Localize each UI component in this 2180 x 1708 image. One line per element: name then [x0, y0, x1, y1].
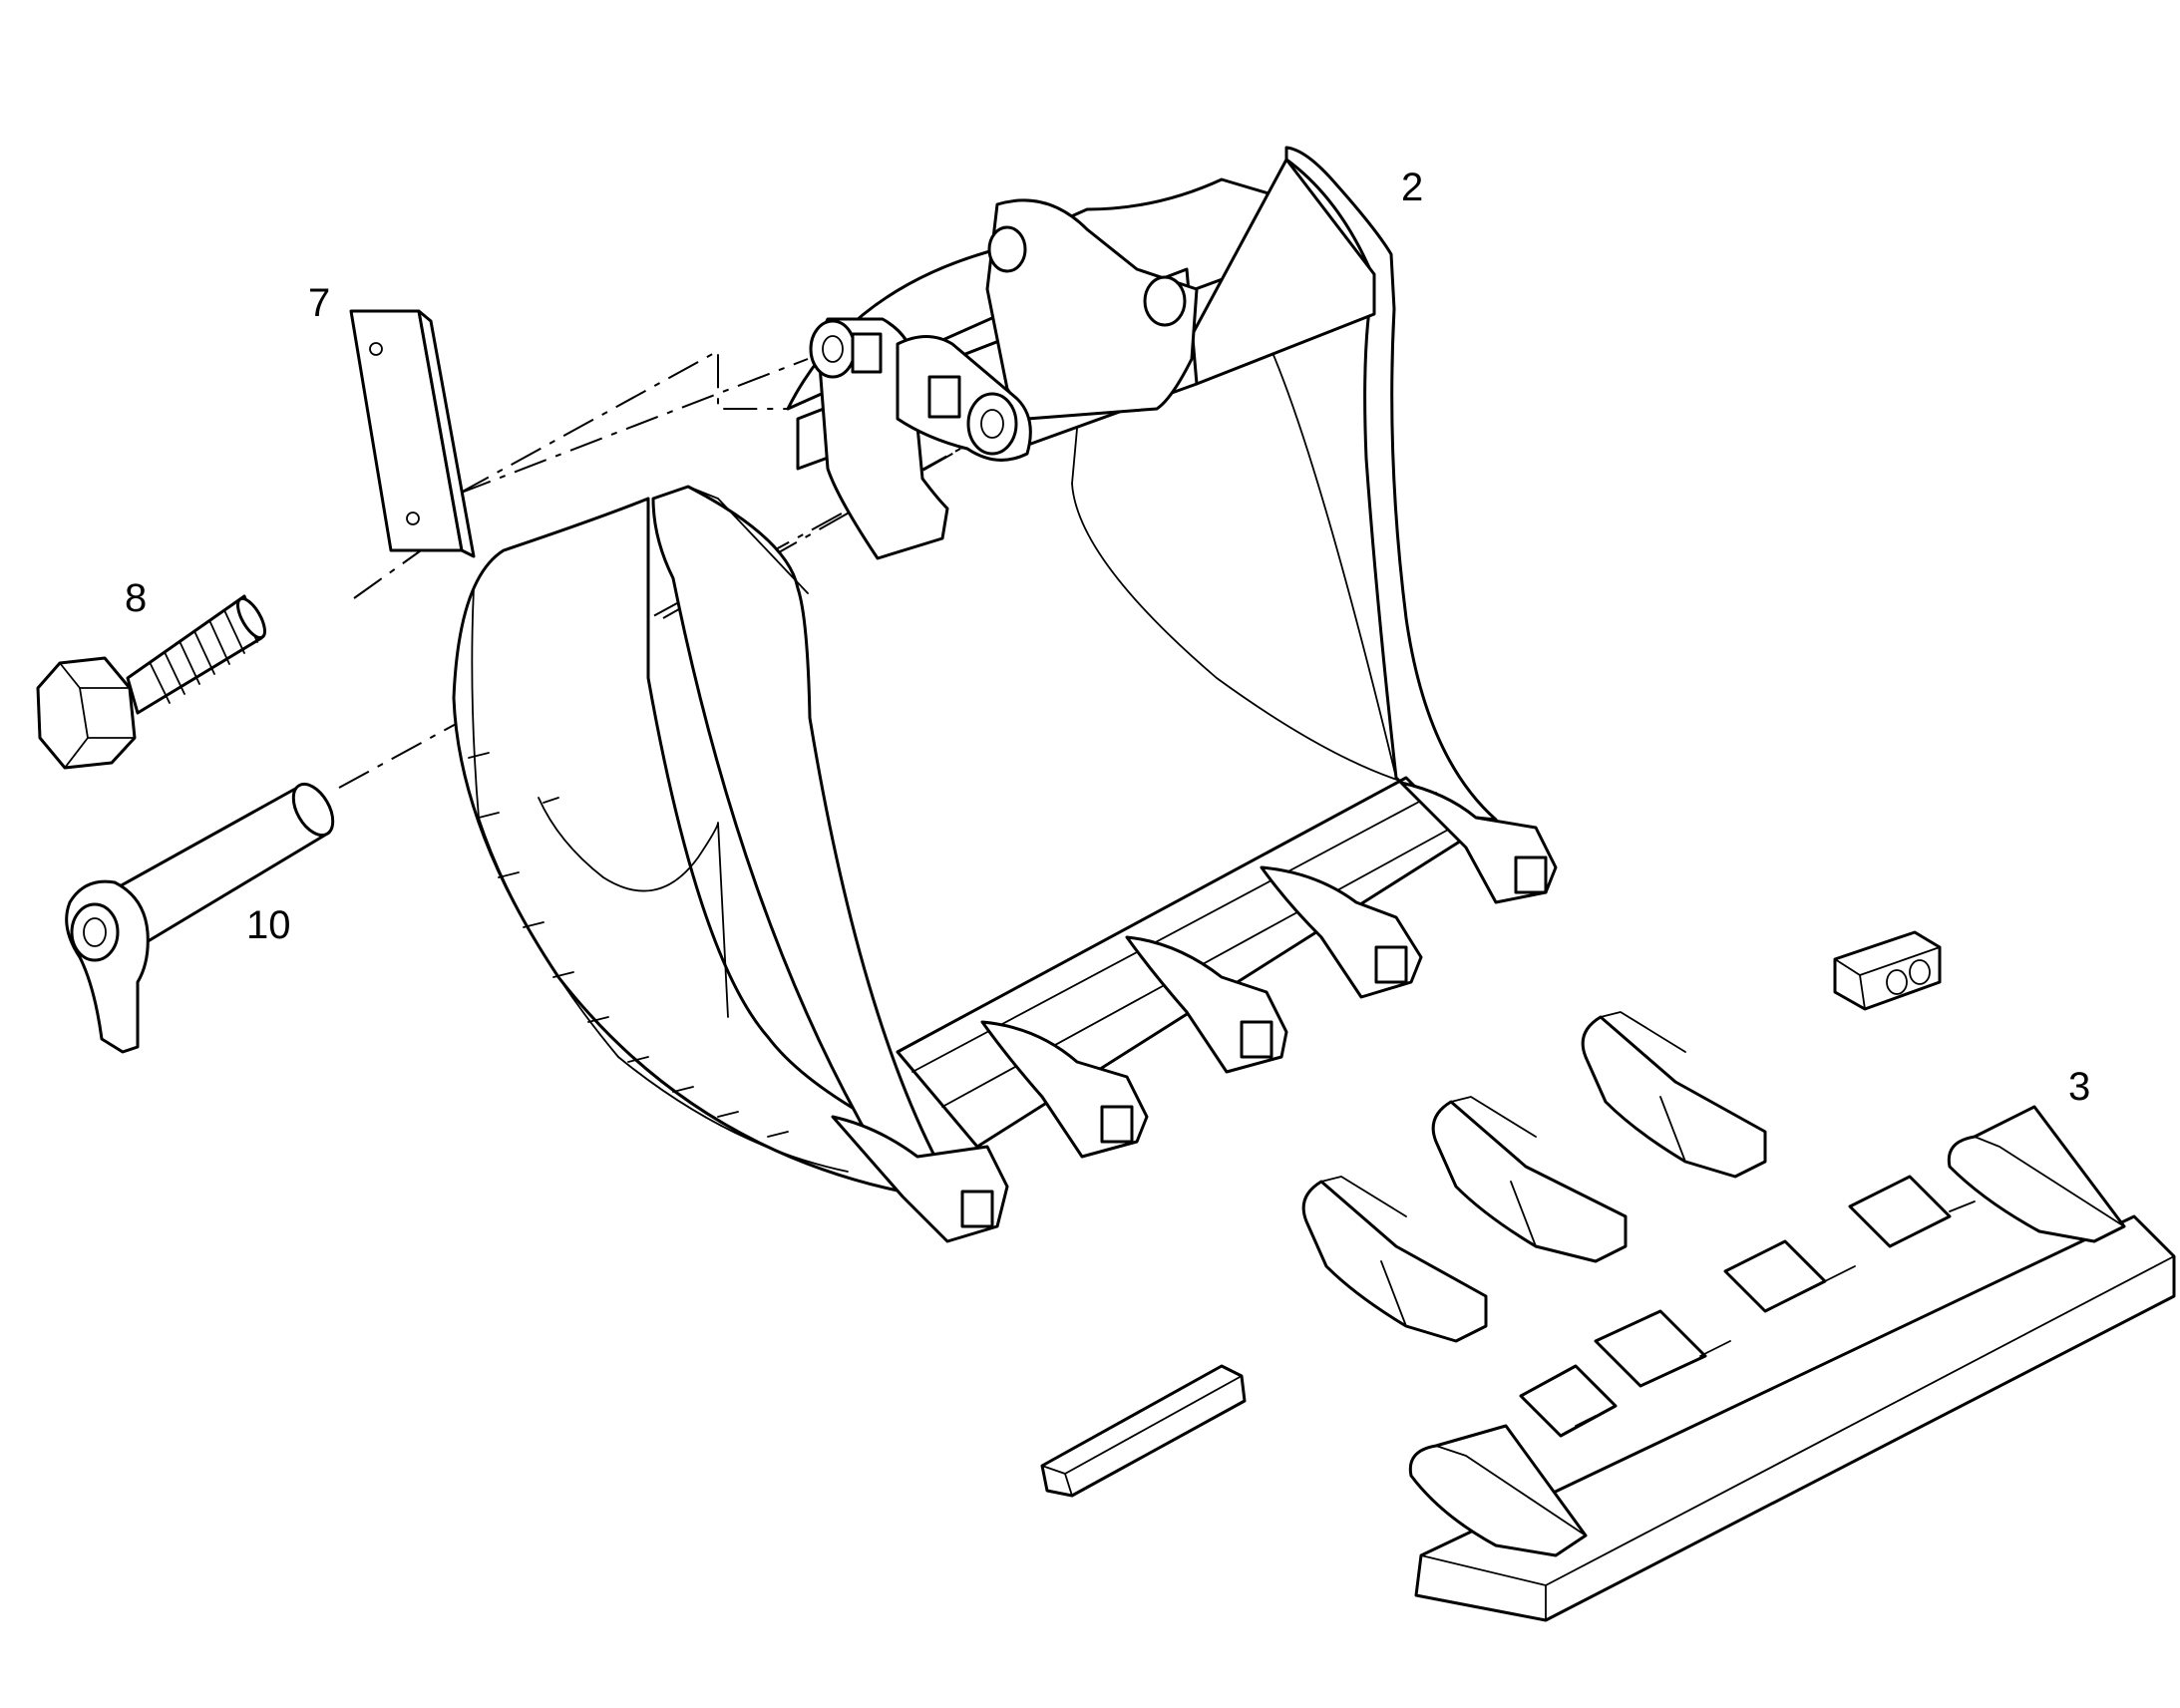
callout-bucket: 2	[1401, 166, 1424, 209]
clip-part	[1833, 930, 1942, 1011]
callout-bolt: 8	[125, 576, 148, 620]
callout-teeth-kit: 3	[2068, 1065, 2091, 1109]
keeper-part	[1040, 1364, 1247, 1498]
teeth-kit-part	[1408, 1105, 2176, 1622]
mounted-teeth	[831, 781, 1558, 1243]
callout-pin: 10	[246, 903, 291, 947]
loose-tooth-points	[1301, 1011, 1767, 1343]
bucket-part	[452, 146, 1498, 1198]
pin-part	[65, 782, 335, 1054]
plate-part	[349, 309, 476, 558]
bolt-part	[36, 594, 266, 770]
callout-plate: 7	[308, 281, 331, 325]
